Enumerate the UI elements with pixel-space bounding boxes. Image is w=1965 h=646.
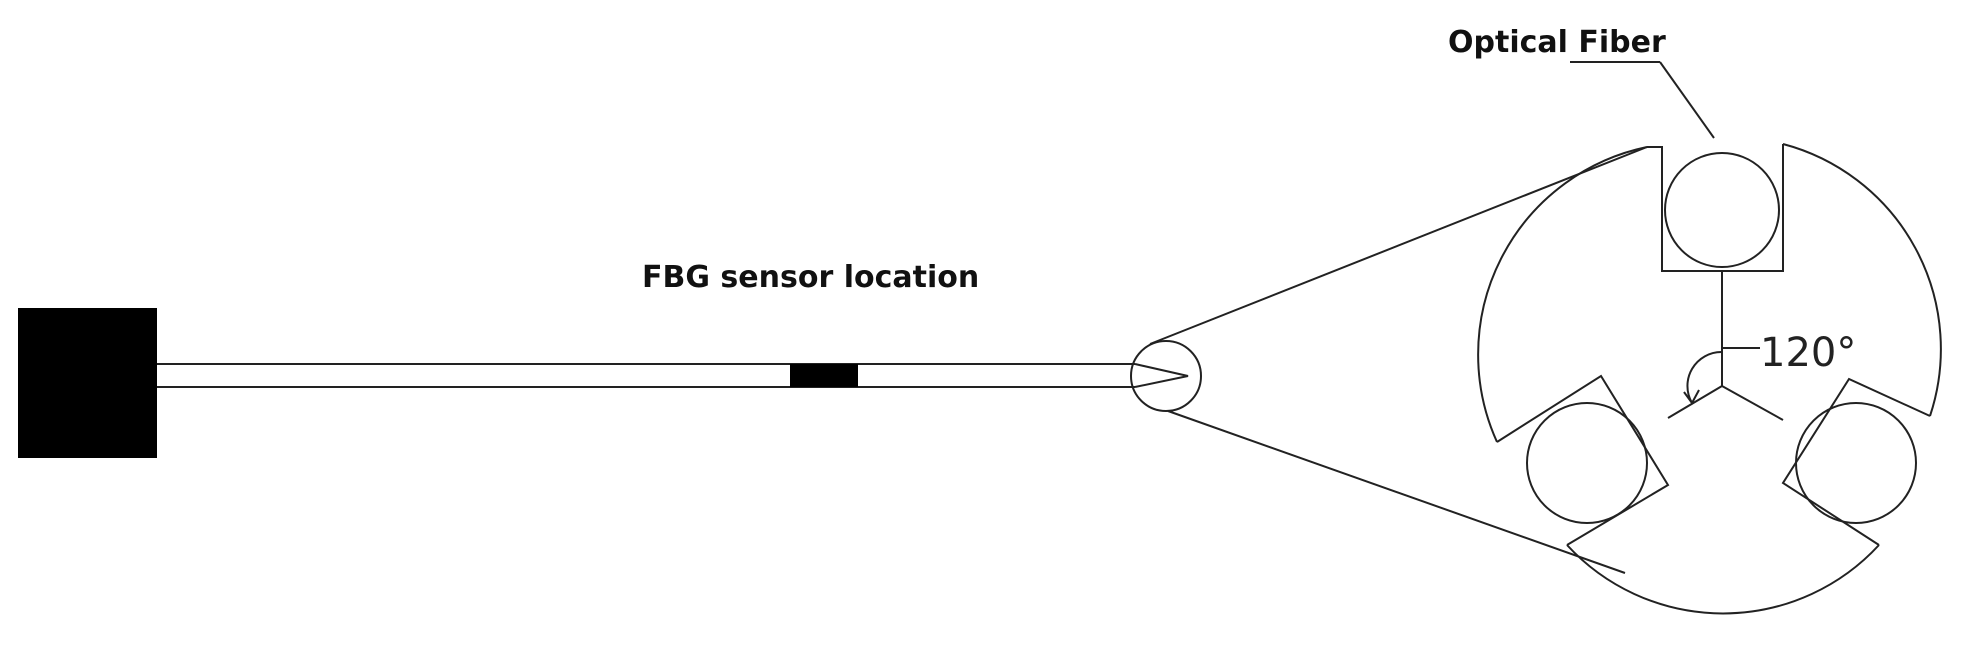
optical-fiber-right [1795, 402, 1917, 524]
optical-fiber-top [1664, 152, 1780, 268]
magnifier-line-bottom [1167, 410, 1626, 574]
optical-fiber-callout-leader [1659, 61, 1715, 139]
fiber-slot-top [1647, 144, 1784, 272]
fiber-slot-right [1781, 377, 1931, 546]
spoke-left [1667, 385, 1723, 419]
cross-section-arc-lower [1566, 544, 1880, 615]
cross-section-arc-upper-left [1477, 146, 1648, 443]
cross-section-arc-upper-right [1782, 143, 1942, 417]
angle-arc [1686, 350, 1723, 404]
angle-arrowhead [1683, 389, 1700, 405]
optical-fiber-left [1526, 402, 1648, 524]
optical-fiber-label: Optical Fiber [1448, 25, 1666, 60]
fbg-sensor-location-label: FBG sensor location [642, 260, 979, 295]
magnifier-line-top [1149, 146, 1648, 345]
mount-block [18, 308, 157, 458]
rod-tip [1134, 363, 1189, 388]
spoke-right [1721, 385, 1784, 421]
fbg-sensor-marker [790, 364, 858, 387]
tip-magnifier-circle [1130, 340, 1202, 412]
angle-label: 120° [1760, 330, 1856, 376]
fiber-slot-left [1496, 374, 1670, 546]
